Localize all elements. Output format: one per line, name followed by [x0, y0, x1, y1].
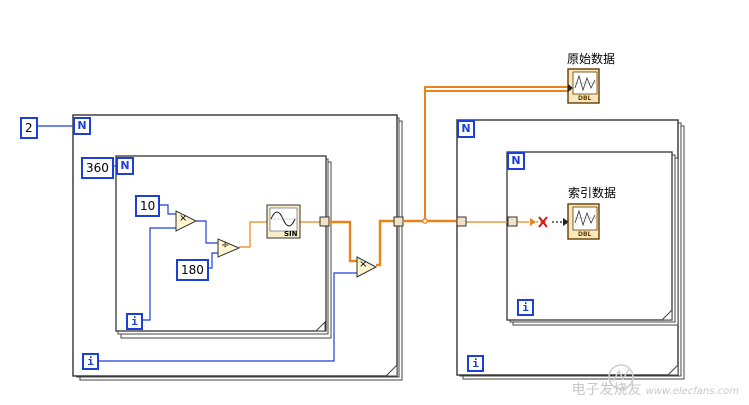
tunnel-outer-right — [456, 216, 467, 227]
inner-left-loop-count[interactable]: N — [116, 157, 134, 175]
tunnel-inner-left — [319, 216, 330, 227]
outer-left-iteration[interactable]: i — [82, 353, 99, 370]
outer-right-iteration[interactable]: i — [467, 355, 484, 372]
tunnel-inner-right — [507, 216, 518, 227]
sine-label: SIN — [284, 230, 298, 238]
multiply-node-2[interactable] — [356, 256, 378, 278]
watermark-url: www.elecfans.com — [645, 386, 739, 397]
divide-node[interactable] — [217, 238, 241, 258]
watermark-text: 电子发烧友 — [571, 382, 642, 398]
indexed-data-graph-icon[interactable] — [567, 203, 600, 240]
raw-data-label: 原始数据 — [567, 52, 616, 66]
ten-constant[interactable]: 10 — [135, 195, 161, 217]
tunnel-outer-left — [393, 216, 404, 227]
one-eighty-constant[interactable]: 180 — [176, 259, 209, 281]
outer-left-loop-count[interactable]: N — [73, 117, 91, 135]
watermark-logo-icon — [608, 364, 634, 390]
outer-n-constant[interactable]: 2 — [20, 117, 38, 139]
sine-function-block[interactable] — [266, 204, 301, 239]
inner-n-constant[interactable]: 360 — [81, 157, 114, 179]
inner-right-iteration[interactable]: i — [517, 299, 534, 316]
multiply-symbol-2: × — [359, 259, 368, 270]
raw-data-graph-icon[interactable] — [567, 68, 600, 104]
divide-symbol: ÷ — [221, 240, 230, 251]
wire-junction — [422, 218, 428, 224]
inner-left-for-loop[interactable] — [115, 155, 332, 339]
outer-right-loop-count[interactable]: N — [457, 120, 475, 138]
raw-data-dbl-tag: DBL — [578, 95, 592, 102]
watermark: 电子发烧友 www.elecfans.com — [571, 379, 739, 399]
indexed-data-label: 索引数据 — [568, 186, 617, 200]
multiply-node[interactable] — [175, 210, 198, 232]
broken-wire-icon — [530, 216, 569, 228]
multiply-symbol: × — [179, 213, 188, 224]
orange-wires — [239, 86, 568, 267]
inner-left-iteration[interactable]: i — [126, 313, 143, 330]
blue-wires — [37, 125, 357, 362]
inner-right-loop-count[interactable]: N — [507, 152, 525, 170]
indexed-data-dbl-tag: DBL — [578, 231, 592, 238]
